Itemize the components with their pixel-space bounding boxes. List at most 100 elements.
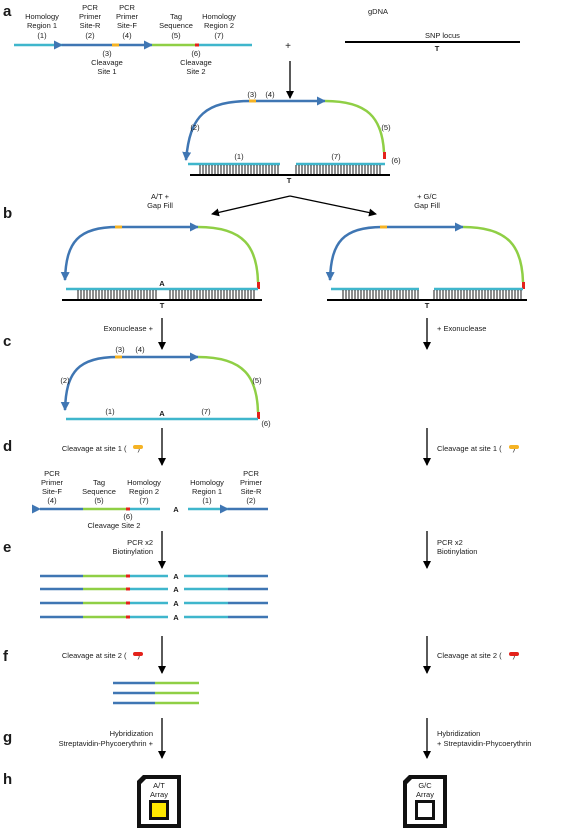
pcr-f-label-line2: Primer [116, 12, 139, 21]
loop-right-pcr-r [325, 225, 384, 281]
unfilled-probe-right: T [325, 222, 527, 310]
circle-tag [197, 355, 260, 413]
gapfill-left-line1: A/T + [151, 192, 170, 201]
cleaved-fragments [113, 681, 199, 705]
panel-label-d: d [3, 438, 12, 455]
panel-b: A/T + Gap Fill + G/C Gap Fill A T [60, 192, 527, 310]
pcr-r-label-line1: PCR [82, 3, 98, 12]
panel-e: PCR x2 Biotinylation PCR x2 Biotinylatio… [40, 531, 477, 622]
panel-c: Exonuclease + + Exonuclease A (3) (4) (2… [60, 318, 486, 428]
hybrid-cleavage-site-2 [383, 152, 386, 159]
array-at-signal [152, 803, 166, 817]
gdna-snp-base: T [435, 44, 440, 53]
lin-homology1-number: (1) [202, 496, 212, 505]
panel-f: Cleavage at site 2 () Cleavage at site 2… [62, 636, 519, 705]
homology2-label-line1: Homology [202, 12, 236, 21]
homology1-number: (1) [37, 31, 47, 40]
circle-number-2: (2) [60, 376, 70, 385]
panel-g: Hybridization Streptavidin-Phycoerythrin… [59, 718, 531, 759]
lin-pcr-f-line2: Primer [41, 478, 64, 487]
base-pair-rungs-a [199, 165, 381, 174]
lin-pcr-f-line3: Site-F [42, 487, 62, 496]
panel-label-a: a [3, 3, 12, 20]
probe-arc-tag [324, 99, 386, 153]
hybrid-number-6: (6) [391, 156, 401, 165]
homology1-label-line1: Homology [25, 12, 59, 21]
amplicon-base-a: A [173, 572, 179, 581]
tag-number: (5) [171, 31, 181, 40]
lin-pcr-r-line3: Site-R [241, 487, 262, 496]
hybrid-left-line2: Streptavidin-Phycoerythrin + [59, 739, 154, 748]
circle-cleave2 [257, 412, 260, 419]
cleavage1-label-line2: Site 1 [97, 67, 116, 76]
base-pair-rungs-b-right [342, 290, 522, 299]
lin-tag-line1: Tag [93, 478, 105, 487]
hybrid-right-line2: + Streptavidin-Phycoerythrin [437, 739, 531, 748]
gapfill-right-line2: Gap Fill [414, 201, 440, 210]
circularized-probe: A (3) (4) (2) (5) (1) (7) (6) [60, 345, 271, 428]
array-gc-label-line2: Array [416, 790, 434, 799]
lin-cleave2-number: (6) [123, 512, 133, 521]
gapfilled-probe-left: A T [60, 222, 262, 310]
lin-homology2-number: (7) [139, 496, 149, 505]
panel-h: A/T Array G/C Array [137, 775, 447, 828]
flow-arrow-b-right [289, 195, 377, 217]
cleavage1-right-swatch [509, 445, 519, 449]
amplicon-base-a: A [173, 613, 179, 622]
lin-pcr-f-line1: PCR [44, 469, 60, 478]
amplicon-cleave2 [126, 587, 130, 591]
panel-label-g: g [3, 729, 12, 746]
cleavage2-label-line2: Site 2 [186, 67, 205, 76]
loop-left-cleave1 [115, 225, 122, 229]
cleavage1-right-text: Cleavage at site 1 ( [437, 444, 502, 453]
hybrid-number-1: (1) [234, 152, 244, 161]
circle-number-7: (7) [201, 407, 211, 416]
exonuclease-right-label: + Exonuclease [437, 324, 486, 333]
cleavage2-left-swatch [133, 652, 143, 656]
hybrid-number-3: (3) [247, 90, 257, 99]
probe-arc-pcr-r [182, 99, 253, 161]
lin-tag-line2: Sequence [82, 487, 116, 496]
array-gc-signal [418, 803, 432, 817]
cleavage2-label-line1: Cleavage [180, 58, 212, 67]
lin-cleave2-label: Cleavage Site 2 [88, 521, 141, 530]
hybrid-number-4: (4) [265, 90, 275, 99]
cleavage2-right-text: Cleavage at site 2 ( [437, 651, 502, 660]
loop-left-base-a: A [159, 279, 165, 288]
lin-homology1-line2: Region 1 [192, 487, 222, 496]
lin-tag-number: (5) [94, 496, 104, 505]
pcr-right-line1: PCR x2 [437, 538, 463, 547]
gapfill-left-line2: Gap Fill [147, 201, 173, 210]
homology2-label-line2: Region 2 [204, 21, 234, 30]
loop-left-tag [197, 225, 260, 283]
hybrid-number-7: (7) [331, 152, 341, 161]
lin-pcr-r-line2: Primer [240, 478, 263, 487]
array-chip-at: A/T Array [137, 775, 181, 828]
hybrid-number-5: (5) [381, 123, 391, 132]
array-gc-label-line1: G/C [418, 781, 432, 790]
pcr-r-label-line2: Primer [79, 12, 102, 21]
amplicon-cleave2 [126, 574, 130, 578]
cleavage2-right-swatch [509, 652, 519, 656]
cleavage-site-2-mark [195, 43, 199, 47]
loop-right-base-t: T [425, 301, 430, 310]
circle-number-3: (3) [115, 345, 125, 354]
pcr-f-label-line3: Site-F [117, 21, 137, 30]
lin-pcr-f-number: (4) [47, 496, 57, 505]
panel-label-e: e [3, 539, 11, 556]
cleavage-site-1-mark [112, 43, 119, 47]
flow-arrow-b-left [211, 195, 291, 217]
circle-number-6: (6) [261, 419, 271, 428]
lin-homology1-line1: Homology [190, 478, 224, 487]
amplicon-base-a: A [173, 585, 179, 594]
panel-label-f: f [3, 648, 9, 665]
gdna-label: gDNA [368, 7, 388, 16]
panel-label-c: c [3, 333, 11, 350]
circle-cleave1 [115, 355, 122, 359]
circle-number-1: (1) [105, 407, 115, 416]
lin-pcr-r-number: (2) [246, 496, 256, 505]
array-chip-gc: G/C Array [403, 775, 447, 828]
loop-right-cleave2 [522, 282, 525, 289]
hybrid-left-line1: Hybridization [110, 729, 153, 738]
